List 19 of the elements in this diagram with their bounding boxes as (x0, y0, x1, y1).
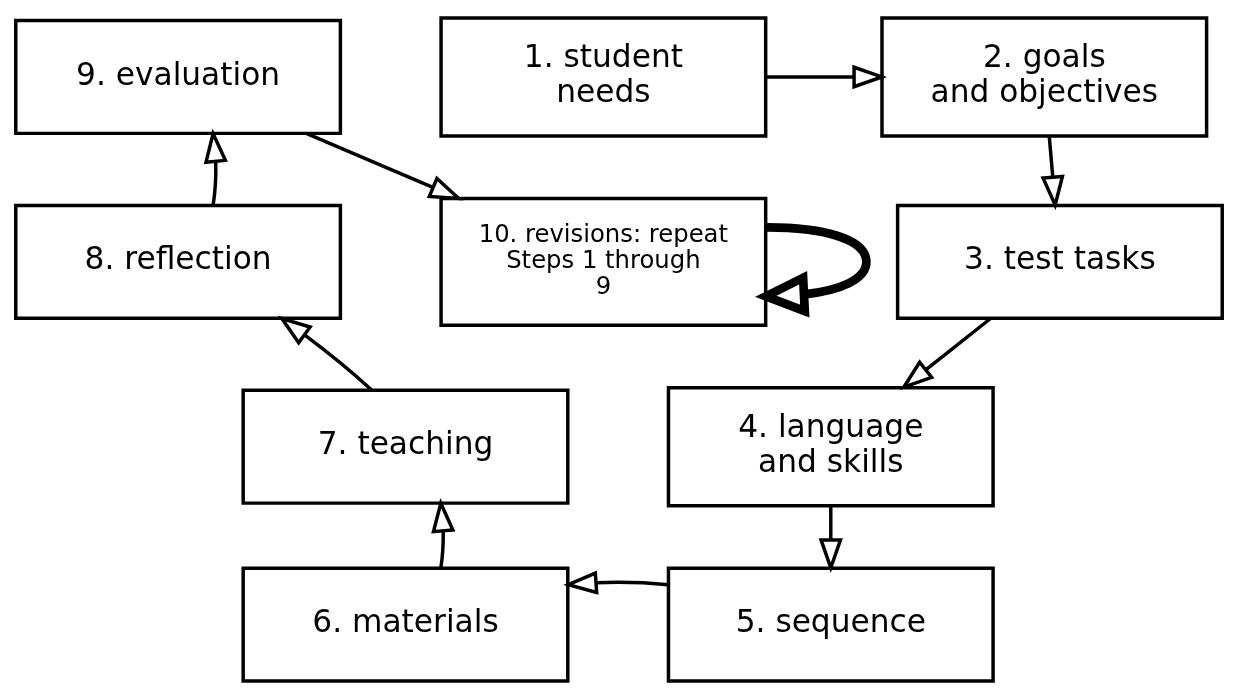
arrow (277, 314, 374, 392)
node-box: 6. materials (241, 566, 570, 683)
node-box: 7. teaching (241, 388, 570, 505)
node-box: 2. goals and objectives (880, 15, 1209, 138)
node-box: 1. student needs (439, 15, 768, 138)
arrow (563, 570, 669, 595)
arrow (766, 64, 888, 89)
arrow (1040, 135, 1065, 210)
node-box: 10. revisions: repeat Steps 1 through 9 (439, 196, 768, 327)
arrow (203, 127, 228, 206)
node-box: 8. reflection (14, 203, 343, 320)
arrow (818, 505, 843, 573)
node-box: 4. language and skills (666, 385, 995, 507)
arrow (306, 131, 464, 200)
arrow (431, 497, 456, 568)
node-box: 9. evaluation (14, 18, 343, 135)
node-box: 3. test tasks (895, 203, 1224, 320)
node-box: 5. sequence (666, 566, 995, 683)
arrow (755, 222, 871, 317)
